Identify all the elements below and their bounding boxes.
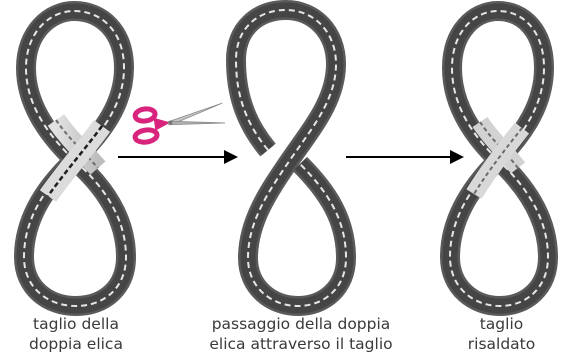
caption-resealed: taglio risaldato	[430, 314, 573, 354]
caption-cut: taglio della doppia elica	[2, 314, 150, 354]
panel-pass	[236, 10, 346, 306]
caption-pass: passaggio della doppia elica attraverso …	[182, 314, 420, 354]
arrow-right-icon	[118, 150, 238, 164]
panel-cut	[24, 11, 126, 306]
panel-resealed	[450, 11, 548, 306]
scissors-icon	[131, 98, 226, 143]
arrow-right-icon	[346, 150, 464, 164]
